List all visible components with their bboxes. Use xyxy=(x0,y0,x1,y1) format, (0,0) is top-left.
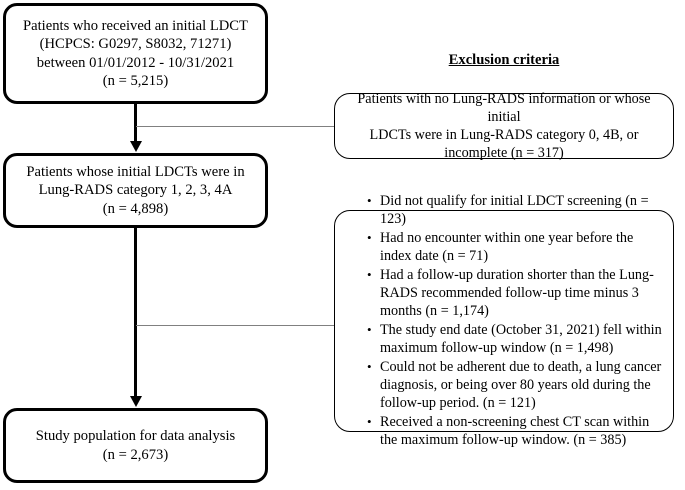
node-exclusion-lung-rads: Patients with no Lung-RADS information o… xyxy=(334,91,674,161)
arrowhead-to-final-population xyxy=(129,396,142,407)
connector-trunk-eligible-to-final xyxy=(134,228,137,397)
node-eligible-cohort-text: Patients whose initial LDCTs were in Lun… xyxy=(26,163,245,217)
connector-trunk-initial-to-eligible xyxy=(134,104,137,142)
exclusion-list: Did not qualify for initial LDCT screeni… xyxy=(335,192,673,450)
node-eligible-cohort: Patients whose initial LDCTs were in Lun… xyxy=(3,153,268,228)
connector-branch-to-exclusion-1 xyxy=(136,126,335,127)
arrowhead-to-eligible-cohort xyxy=(129,141,142,152)
node-exclusion-list: Did not qualify for initial LDCT screeni… xyxy=(334,192,674,448)
list-item: Could not be adherent due to death, a lu… xyxy=(367,358,665,413)
node-initial-cohort-text: Patients who received an initial LDCT (H… xyxy=(23,17,248,89)
exclusion-criteria-heading: Exclusion criteria xyxy=(448,52,560,68)
node-initial-cohort: Patients who received an initial LDCT (H… xyxy=(3,3,268,104)
list-item: Had no encounter within one year before … xyxy=(367,229,665,265)
node-exclusion-lung-rads-text: Patients with no Lung-RADS information o… xyxy=(357,91,651,161)
connector-branch-to-exclusion-2 xyxy=(136,325,335,326)
list-item: Had a follow-up duration shorter than th… xyxy=(367,266,665,321)
list-item: Did not qualify for initial LDCT screeni… xyxy=(367,192,665,228)
list-item: Received a non-screening chest CT scan w… xyxy=(367,413,665,449)
node-final-study-population: Study population for data analysis (n = … xyxy=(3,408,268,483)
node-final-study-population-text: Study population for data analysis (n = … xyxy=(35,428,236,463)
list-item: The study end date (October 31, 2021) fe… xyxy=(367,321,665,357)
